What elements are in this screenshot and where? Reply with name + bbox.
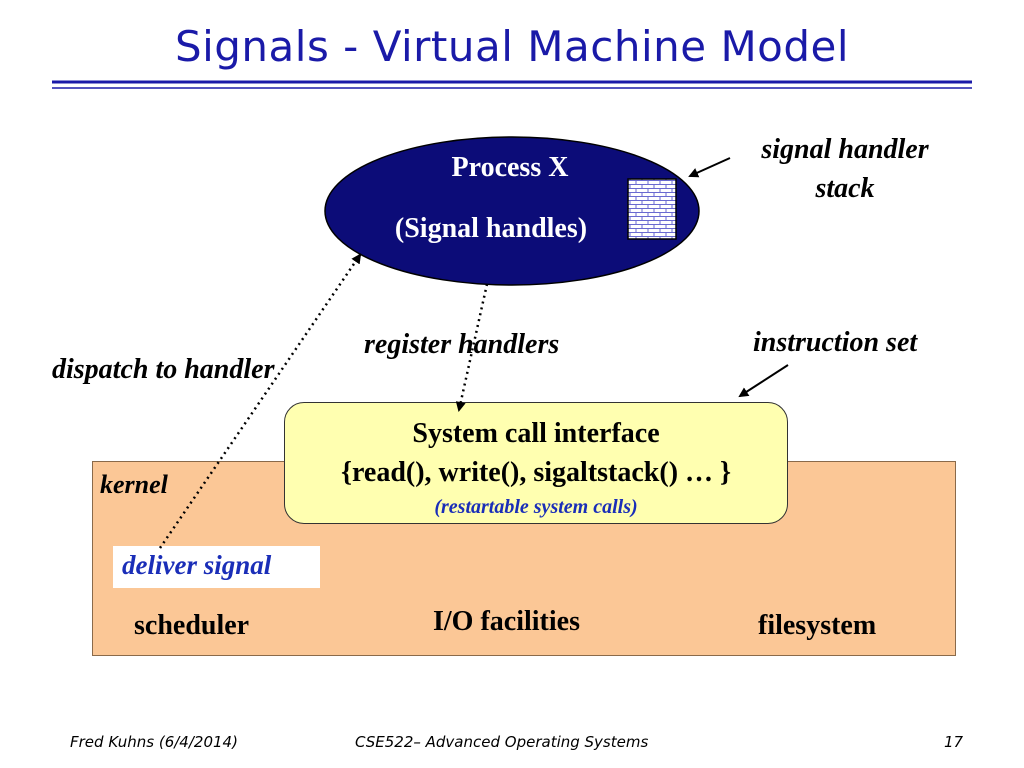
stack-pointer-arrow xyxy=(688,157,731,178)
dispatch-to-handler-label: dispatch to handler xyxy=(52,354,275,385)
process-ellipse xyxy=(324,136,700,286)
filesystem-label: filesystem xyxy=(758,610,877,641)
brick-stack-icon xyxy=(627,178,677,240)
slide-title: Signals - Virtual Machine Model xyxy=(174,22,850,71)
instruction-set-arrow xyxy=(738,364,789,398)
syscall-note: (restartable system calls) xyxy=(434,496,638,518)
syscall-interface-title: System call interface xyxy=(412,418,660,449)
kernel-label: kernel xyxy=(100,470,168,499)
footer-page-number: 17 xyxy=(944,733,964,751)
footer-course: CSE522– Advanced Operating Systems xyxy=(355,733,649,751)
io-facilities-label: I/O facilities xyxy=(433,606,580,637)
process-subtitle: (Signal handles) xyxy=(394,213,588,244)
signal-handler-stack-label-line1: signal handler xyxy=(761,134,929,165)
scheduler-label: scheduler xyxy=(134,610,250,641)
syscall-functions: {read(), write(), sigaltstack() … } xyxy=(340,457,732,488)
dispatch-to-handler-arrow xyxy=(158,253,362,549)
process-name: Process X xyxy=(451,152,569,183)
register-handlers-label: register handlers xyxy=(364,329,560,360)
footer-author: Fred Kuhns (6/4/2014) xyxy=(70,733,238,751)
signal-handler-stack-label-line2: stack xyxy=(815,173,875,204)
instruction-set-label: instruction set xyxy=(753,327,918,358)
syscall-interface-box xyxy=(284,402,788,524)
deliver-signal-box xyxy=(113,546,320,588)
deliver-signal-label: deliver signal xyxy=(122,550,272,580)
